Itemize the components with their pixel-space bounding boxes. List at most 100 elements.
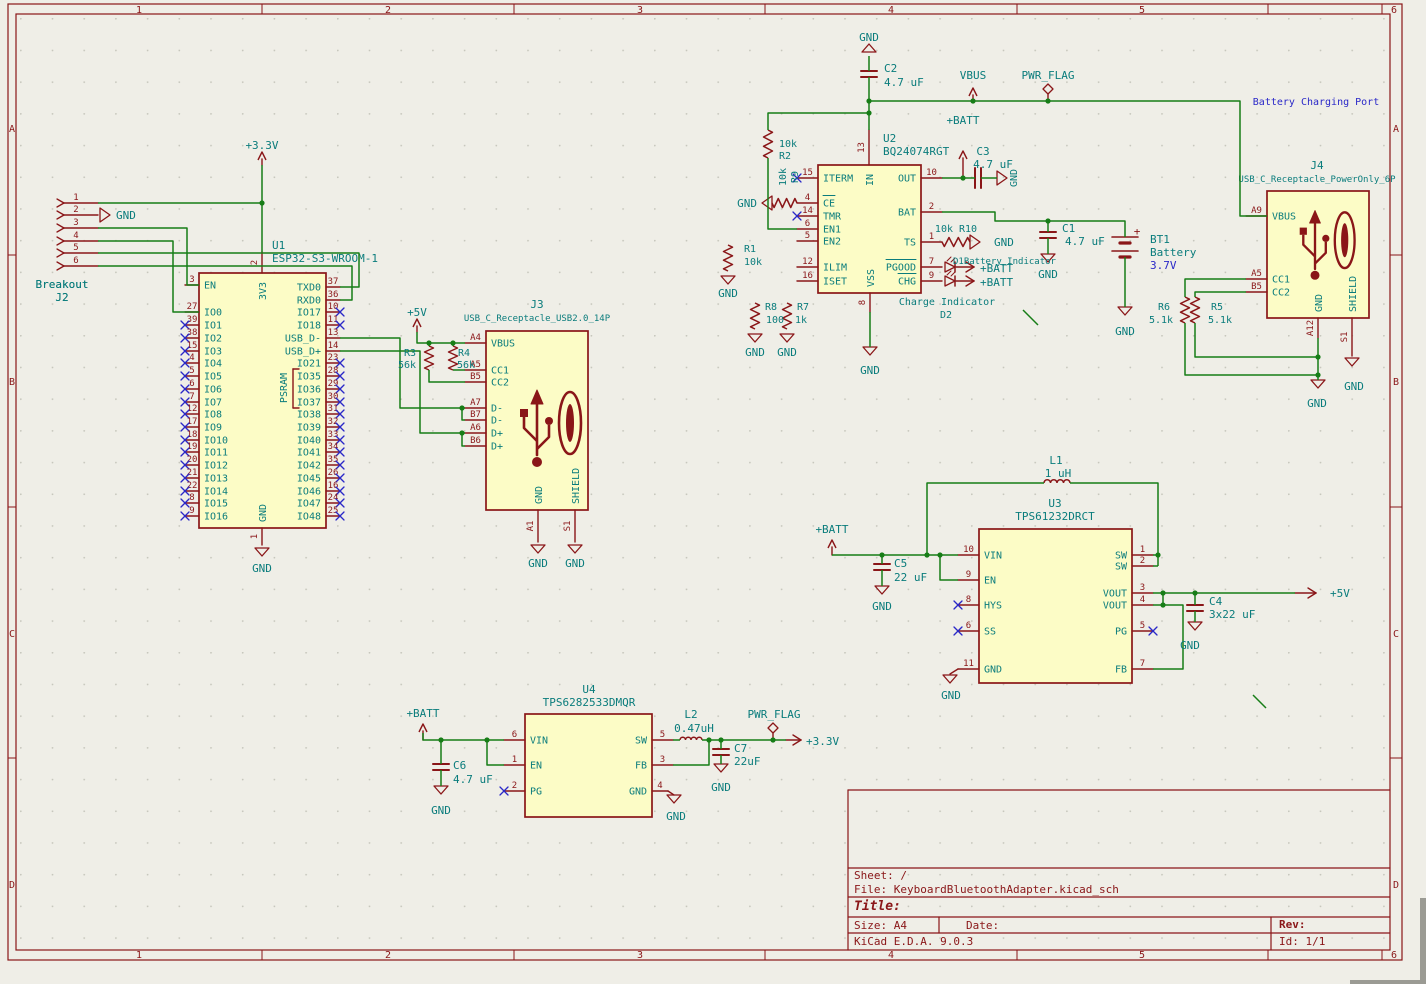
R1-zigzag[interactable] [722, 244, 734, 272]
U2-body[interactable] [817, 164, 922, 294]
gnd-symbol[interactable] [761, 195, 773, 211]
wire[interactable] [767, 158, 797, 230]
wire[interactable] [340, 350, 465, 434]
wire[interactable] [461, 433, 465, 447]
gnd-symbol[interactable] [530, 544, 546, 554]
U3-body[interactable] [978, 528, 1133, 684]
gnd-triangle[interactable] [942, 674, 958, 684]
power-arrow-right[interactable] [785, 734, 802, 746]
power-arrow-right[interactable] [955, 261, 975, 273]
wire[interactable] [1194, 323, 1318, 358]
resistor-R7[interactable] [781, 302, 793, 330]
J2-pin-glyph[interactable] [56, 198, 65, 204]
wire[interactable] [98, 240, 199, 313]
wire[interactable] [461, 408, 465, 421]
R6-zigzag[interactable] [1179, 296, 1191, 324]
wire[interactable] [340, 337, 465, 409]
R8-zigzag[interactable] [749, 302, 761, 330]
power-arrow-head[interactable] [965, 280, 975, 287]
gnd-symbol[interactable] [969, 234, 981, 250]
J2-pin-glyph[interactable] [56, 223, 65, 229]
power-arrow-up[interactable] [412, 318, 422, 333]
resistor-R10[interactable] [941, 236, 971, 248]
gnd-triangle[interactable] [779, 333, 795, 343]
resistor-R5[interactable] [1189, 296, 1201, 324]
inductor-symbol[interactable] [1043, 479, 1071, 484]
wire[interactable] [767, 112, 869, 130]
inductor-symbol[interactable] [679, 736, 703, 741]
J2-pin-glyph[interactable] [56, 261, 65, 267]
led-triangle[interactable] [944, 275, 956, 287]
gnd-symbol[interactable] [720, 275, 736, 285]
component-U1[interactable]: U1ESP32-S3-WROOM-123V31GND3EN27IO039IO13… [180, 239, 378, 546]
J2-pin-glyph[interactable] [56, 265, 65, 271]
component-J4[interactable]: J4USB_C_Receptacle_PowerOnly_6PA9VBUSA5C… [1238, 159, 1396, 357]
wire[interactable] [1194, 291, 1246, 297]
wire[interactable] [1022, 309, 1039, 326]
gnd-symbol[interactable] [779, 333, 795, 343]
led-symbol[interactable] [944, 256, 956, 273]
gnd-symbol[interactable] [254, 547, 270, 557]
gnd-symbol[interactable] [1344, 357, 1360, 367]
wire[interactable] [1252, 694, 1267, 709]
U1-body[interactable] [198, 272, 327, 529]
J2-pin-glyph[interactable] [56, 214, 65, 220]
J2-pin-glyph[interactable] [56, 210, 65, 216]
power-arrow-right[interactable] [955, 275, 975, 287]
R4-zigzag[interactable] [447, 345, 459, 371]
led-symbol[interactable] [944, 270, 956, 287]
gnd-triangle[interactable] [99, 207, 111, 223]
gnd-triangle[interactable] [567, 544, 583, 554]
power-arrow-head[interactable] [257, 151, 267, 161]
power-arrow-head[interactable] [1307, 592, 1317, 599]
wire[interactable] [673, 740, 710, 766]
wire[interactable] [422, 733, 504, 741]
gnd-triangle[interactable] [761, 195, 773, 211]
wire[interactable] [98, 265, 353, 301]
wire[interactable] [1184, 278, 1246, 297]
led-triangle[interactable] [944, 261, 956, 273]
wire[interactable] [428, 370, 465, 383]
resistor-R6[interactable] [1179, 296, 1191, 324]
resistor-R1[interactable] [722, 244, 734, 272]
resistor-R2[interactable] [762, 129, 774, 159]
wire[interactable] [942, 211, 1126, 237]
wire[interactable] [926, 482, 1044, 555]
resistor-R8[interactable] [749, 302, 761, 330]
R10-zigzag[interactable] [941, 236, 971, 248]
wire[interactable] [98, 227, 199, 286]
power-arrow-head[interactable] [827, 539, 837, 549]
resistor-R3[interactable] [423, 345, 435, 371]
gnd-symbol[interactable] [942, 674, 958, 684]
power-arrow-head[interactable] [1307, 587, 1317, 594]
gnd-triangle[interactable] [720, 275, 736, 285]
R3-zigzag[interactable] [423, 345, 435, 371]
U4-body[interactable] [524, 713, 653, 818]
power-arrow-head[interactable] [792, 739, 802, 746]
gnd-triangle[interactable] [530, 544, 546, 554]
gnd-symbol[interactable] [99, 207, 111, 223]
R7-zigzag[interactable] [781, 302, 793, 330]
power-arrow-head[interactable] [412, 318, 422, 328]
power-arrow-up[interactable] [827, 539, 837, 556]
pwr-flag-diamond[interactable] [767, 722, 779, 734]
power-arrow-head[interactable] [418, 723, 428, 733]
resistor-R4[interactable] [447, 345, 459, 371]
gnd-triangle[interactable] [1344, 357, 1360, 367]
wire[interactable] [486, 740, 504, 766]
wire[interactable] [416, 332, 465, 344]
J2-pin-glyph[interactable] [56, 236, 65, 242]
wire[interactable] [1070, 482, 1159, 566]
power-arrow-head[interactable] [965, 261, 975, 268]
J2-pin-glyph[interactable] [56, 252, 65, 258]
component-U2[interactable]: U2BQ24074RGT13IN8VSS15ITERM4CE14TMR6EN15… [792, 129, 950, 313]
power-arrow-up[interactable] [958, 150, 968, 179]
J2-pin-glyph[interactable] [56, 248, 65, 254]
wire[interactable] [869, 100, 1267, 217]
gnd-triangle[interactable] [969, 234, 981, 250]
wire[interactable] [939, 555, 958, 581]
gnd-triangle[interactable] [861, 43, 877, 53]
